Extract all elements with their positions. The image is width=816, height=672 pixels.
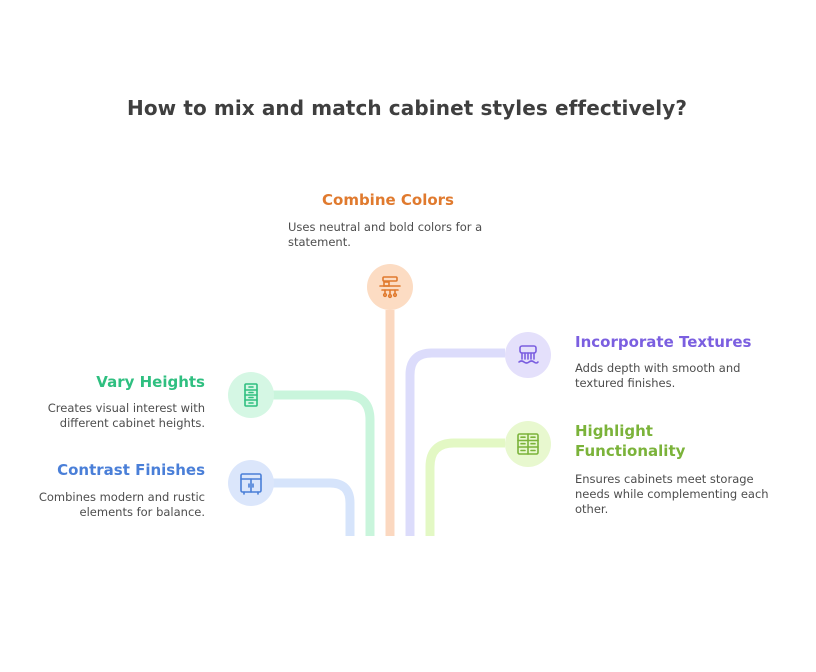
incorporate-textures-heading: Incorporate Textures [575, 333, 752, 351]
vary-heights-icon-circle [228, 372, 274, 418]
contrast-finishes-description: Combines modern and rustic elements for … [38, 490, 205, 519]
combine-colors-icon-circle [367, 264, 413, 310]
shelf-icon [379, 276, 401, 299]
highlight-functionality-description: Ensures cabinets meet storage needs whil… [575, 472, 769, 516]
incorporate-textures-icon-circle [505, 332, 551, 378]
highlight-functionality-icon-circle [505, 421, 551, 467]
texture-brush-icon [518, 345, 539, 364]
highlight-functionality-heading: Highlight Functionality [575, 422, 686, 460]
combine-colors-description: Uses neutral and bold colors for a state… [288, 220, 483, 249]
drawer-cabinet-icon [517, 433, 539, 455]
vary-heights-description: Creates visual interest with different c… [47, 401, 205, 430]
contrast-finishes-icon-circle [228, 460, 274, 506]
diagram-title: How to mix and match cabinet styles effe… [127, 96, 688, 120]
contrast-finishes-connector [272, 478, 355, 536]
incorporate-textures-connector [405, 348, 505, 536]
incorporate-textures-description: Adds depth with smooth and textured fini… [575, 361, 741, 390]
combine-colors-heading: Combine Colors [322, 191, 454, 209]
highlight-functionality-connector [425, 438, 505, 536]
sideboard-icon [240, 473, 262, 495]
vary-heights-connector [272, 390, 375, 536]
tall-cabinet-icon [244, 383, 258, 407]
contrast-finishes-heading: Contrast Finishes [57, 461, 205, 479]
vary-heights-heading: Vary Heights [96, 373, 205, 391]
